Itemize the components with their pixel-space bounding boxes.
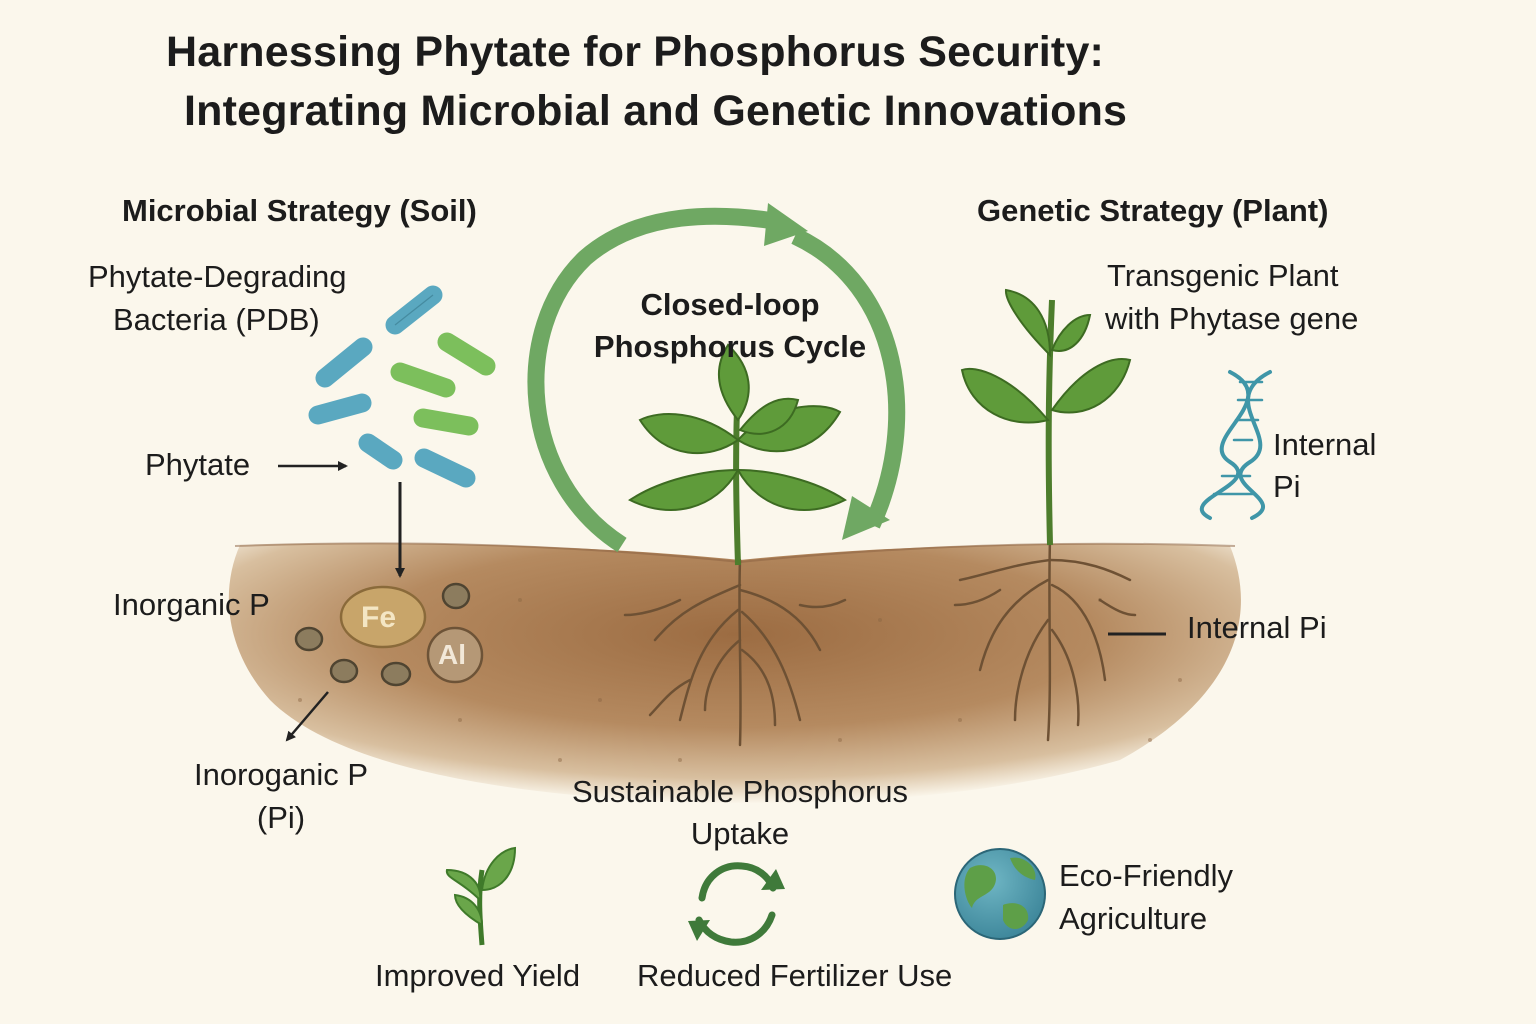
pdb-label-line1: Phytate-Degrading <box>88 259 347 294</box>
right-roots <box>953 538 1137 742</box>
phytate-label: Phytate <box>145 447 251 482</box>
uptake-label-line1: Sustainable Phosphorus <box>571 774 909 809</box>
eco-friendly-label-line1: Eco-Friendly <box>1059 858 1233 893</box>
transgenic-label-line2: with Phytase gene <box>1105 301 1359 336</box>
pdb-label-line2: Bacteria (PDB) <box>113 302 320 337</box>
page-title-line1: Harnessing Phytate for Phosphorus Securi… <box>166 28 1105 76</box>
center-plant <box>623 343 847 747</box>
center-roots <box>623 558 847 747</box>
improved-yield-label: Improved Yield <box>375 958 581 993</box>
pi-label-line2: (Pi) <box>256 800 306 835</box>
cycle-arrowhead-top <box>764 203 808 246</box>
genetic-heading: Genetic Strategy (Plant) <box>977 193 1329 228</box>
soil-speckles <box>298 598 1182 762</box>
bacteria-cluster <box>308 285 496 488</box>
reduced-fertilizer-label: Reduced Fertilizer Use <box>637 958 953 993</box>
cycle-arrow <box>527 207 906 553</box>
internal-pi-top-line1: Internal <box>1273 427 1377 462</box>
sprout-icon <box>445 846 517 946</box>
transgenic-label-line1: Transgenic Plant <box>1107 258 1339 293</box>
right-plant <box>953 288 1137 742</box>
page-title-line2: Integrating Microbial and Genetic Innova… <box>184 87 1128 135</box>
pi-label-line1: Inoroganic P <box>193 757 369 792</box>
cycle-label-line1: Closed-loop <box>640 287 820 322</box>
cycle-arrowhead-bottom <box>842 496 890 540</box>
dna-icon <box>1199 370 1272 520</box>
soil <box>228 543 1241 804</box>
pi-release-arrow <box>285 691 329 742</box>
right-leaves <box>960 288 1132 424</box>
al-complex <box>426 626 484 684</box>
uptake-label-line2: Uptake <box>690 816 790 851</box>
inorganic-p-label: Inorganic P <box>113 587 270 622</box>
internal-pi-root-label: Internal Pi <box>1187 610 1327 645</box>
fe-label: Fe <box>361 601 397 634</box>
al-label: Al <box>438 639 466 670</box>
microbial-heading: Microbial Strategy (Soil) <box>122 193 477 228</box>
cycle-label-line2: Phosphorus Cycle <box>593 329 867 364</box>
eco-friendly-label-line2: Agriculture <box>1059 901 1208 936</box>
globe-icon <box>954 848 1046 940</box>
internal-pi-top-line2: Pi <box>1273 469 1301 504</box>
phosphate-particles <box>294 582 471 687</box>
recycle-icon <box>695 862 777 946</box>
center-leaves <box>628 343 847 511</box>
fe-complex <box>339 585 427 649</box>
